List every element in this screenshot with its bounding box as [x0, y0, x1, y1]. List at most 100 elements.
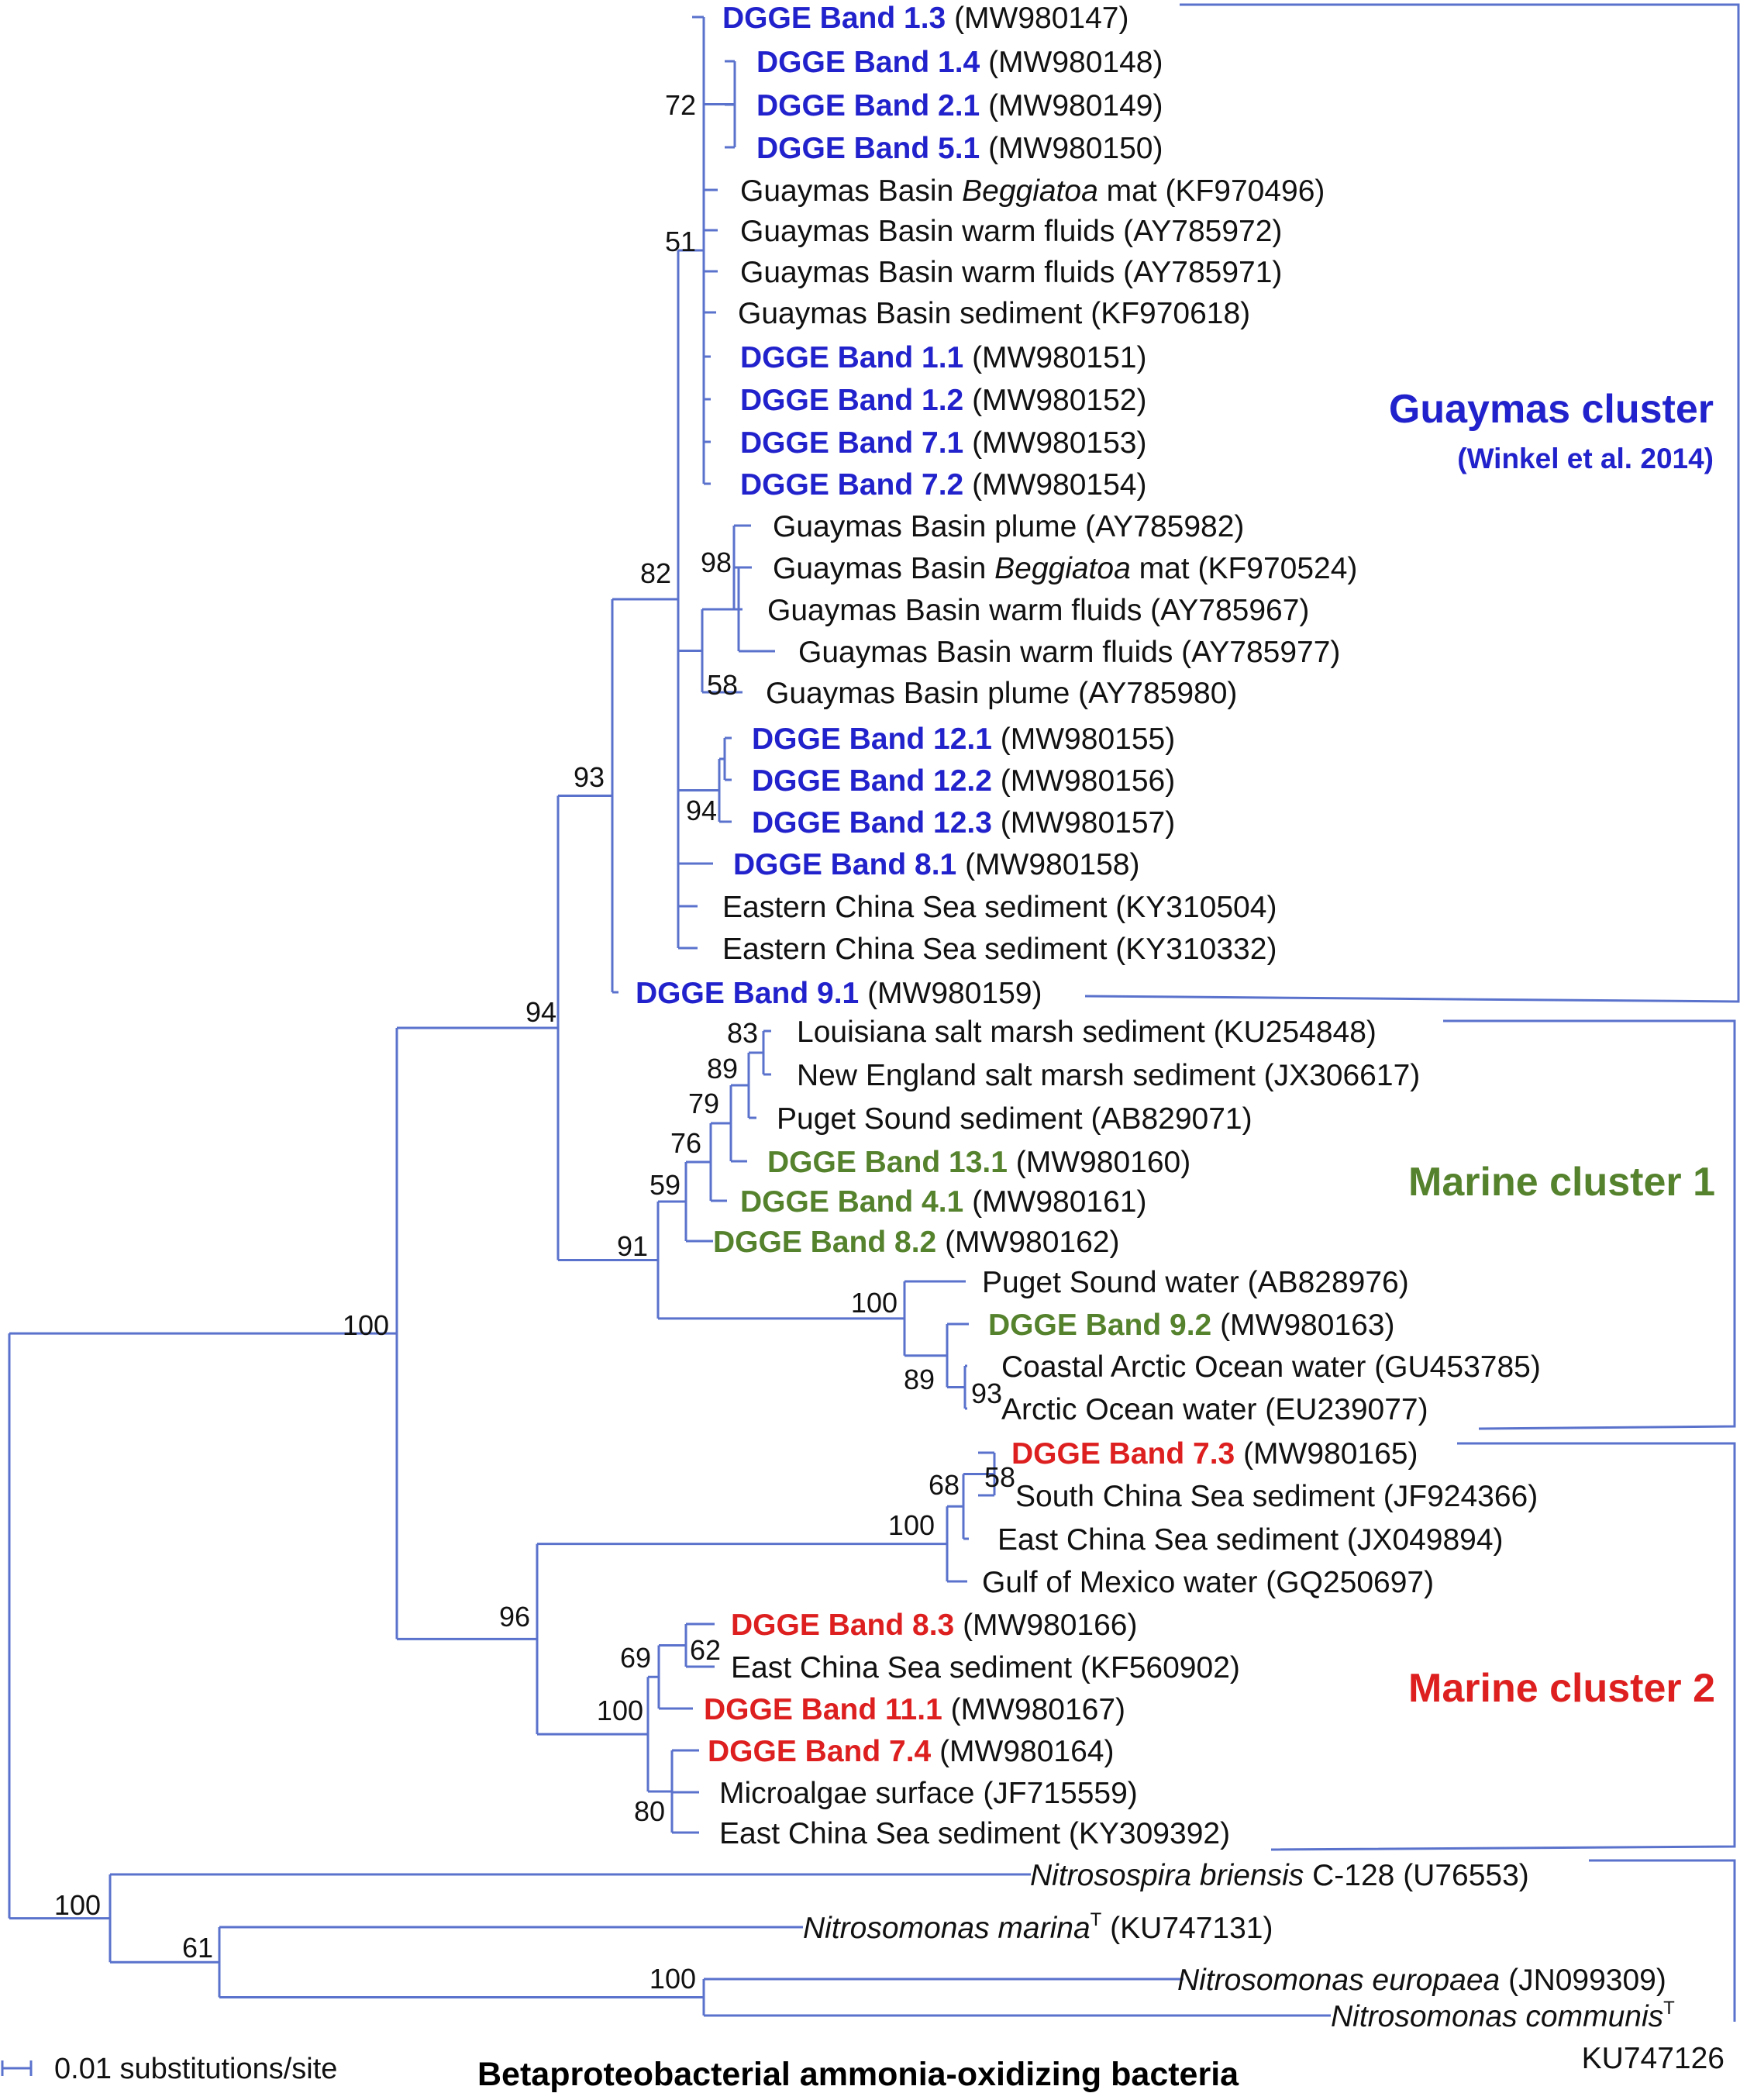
leaf-name: Guaymas Basin [773, 552, 994, 585]
leaf-accession: mat (KF970496) [1098, 174, 1325, 208]
leaf-label-b72: DGGE Band 7.2 (MW980154) [740, 468, 1146, 502]
leaf-band-name: DGGE Band 9.2 [988, 1309, 1211, 1342]
leaf-band-name: DGGE Band 7.4 [708, 1735, 932, 1768]
bootstrap-value: 72 [665, 89, 696, 121]
leaf-name: Coastal Arctic Ocean water (GU453785) [1001, 1350, 1541, 1384]
marine-cluster-1-label: Marine cluster 1 [1408, 1160, 1715, 1205]
guaymas-cluster-label: Guaymas cluster [1389, 387, 1714, 432]
leaf-label-aow: Arctic Ocean water (EU239077) [1001, 1393, 1428, 1426]
bootstrap-value: 59 [649, 1169, 680, 1201]
leaf-italic-name: Nitrosospira briensis [1030, 1859, 1304, 1892]
leaf-label-gpl1: Guaymas Basin plume (AY785982) [773, 510, 1244, 543]
leaf-name: Puget Sound sediment (AB829071) [777, 1102, 1252, 1136]
leaf-band-name: DGGE Band 12.1 [752, 722, 992, 756]
leaf-label-gwf4: Guaymas Basin warm fluids (AY785977) [798, 636, 1340, 669]
leaf-label-pss: Puget Sound sediment (AB829071) [777, 1102, 1252, 1136]
leaf-name: Guaymas Basin plume (AY785980) [766, 677, 1237, 710]
leaf-band-name: DGGE Band 2.1 [756, 89, 980, 122]
leaf-accession: (MW980161) [963, 1185, 1146, 1219]
leaf-label-b123: DGGE Band 12.3 (MW980157) [752, 806, 1175, 840]
leaf-name: East China Sea sediment (KY309392) [719, 1817, 1230, 1850]
leaf-name: Eastern China Sea sediment (KY310332) [722, 933, 1277, 966]
bootstrap-value: 83 [727, 1017, 758, 1049]
leaf-label-b91: DGGE Band 9.1 (MW980159) [636, 977, 1042, 1010]
leaf-accession: (MW980147) [946, 2, 1128, 35]
leaf-band-name: DGGE Band 1.3 [722, 2, 946, 35]
leaf-label-gwf1: Guaymas Basin warm fluids (AY785972) [740, 215, 1282, 248]
leaf-label-b71: DGGE Band 7.1 (MW980153) [740, 426, 1146, 460]
leaf-label-cao: Coastal Arctic Ocean water (GU453785) [1001, 1350, 1541, 1384]
leaf-label-lsm: Louisiana salt marsh sediment (KU254848) [797, 1016, 1376, 1049]
leaf-label-gom: Gulf of Mexico water (GQ250697) [982, 1566, 1434, 1599]
leaf-accession: (KU747131) [1101, 1912, 1273, 1945]
leaf-accession: (MW980158) [956, 848, 1139, 881]
leaf-accession: (MW980149) [980, 89, 1163, 122]
leaf-italic-name: Beggiatoa [962, 174, 1098, 208]
leaf-name: Louisiana salt marsh sediment (KU254848) [797, 1016, 1376, 1049]
leaf-label-b111: DGGE Band 11.1 (MW980167) [704, 1693, 1125, 1726]
leaf-name: East China Sea sediment (KF560902) [731, 1651, 1240, 1684]
marine-cluster-2-box [1270, 1442, 1736, 1851]
leaf-accession: (MW980164) [931, 1735, 1114, 1768]
bootstrap-value: 100 [649, 1963, 696, 1995]
leaf-label-nma: Nitrosomonas marinaT (KU747131) [803, 1909, 1273, 1945]
leaf-band-name: DGGE Band 7.2 [740, 468, 963, 502]
leaf-accession: (MW980159) [859, 977, 1042, 1010]
bootstrap-value: 100 [343, 1309, 389, 1341]
leaf-label-gbm2: Guaymas Basin Beggiatoa mat (KF970524) [773, 552, 1357, 585]
leaf-italic-name: Nitrosomonas marina [803, 1912, 1091, 1945]
leaf-label-b13: DGGE Band 1.3 (MW980147) [722, 2, 1128, 35]
leaf-band-name: DGGE Band 8.2 [713, 1226, 936, 1259]
bootstrap-value: 100 [851, 1287, 898, 1319]
leaf-label-nco: Nitrosomonas communisT [1331, 1998, 1675, 2033]
leaf-name: Arctic Ocean water (EU239077) [1001, 1393, 1428, 1426]
bootstrap-value: 100 [597, 1695, 643, 1726]
bootstrap-value: 82 [640, 557, 671, 589]
leaf-label-nesm: New England salt marsh sediment (JX30661… [797, 1059, 1420, 1092]
bootstrap-value: 93 [574, 761, 605, 793]
bootstrap-value: 58 [984, 1461, 1015, 1493]
bootstrap-value: 100 [888, 1509, 935, 1541]
leaf-band-name: DGGE Band 5.1 [756, 132, 980, 165]
leaf-italic-name: Nitrosomonas communis [1331, 2000, 1663, 2033]
leaf-accession: (MW980165) [1235, 1437, 1418, 1471]
leaf-label-b21: DGGE Band 2.1 (MW980149) [756, 89, 1163, 122]
leaf-band-name: DGGE Band 1.1 [740, 341, 963, 374]
marine-cluster-1-box [1443, 1019, 1736, 1430]
leaf-label-ecs4: East China Sea sediment (KF560902) [731, 1651, 1240, 1684]
bootstrap-value: 62 [690, 1634, 721, 1666]
leaf-superscript: T [1663, 1998, 1675, 2019]
leaf-label-b51: DGGE Band 5.1 (MW980150) [756, 132, 1163, 165]
leaf-italic-name: Nitrosomonas europaea [1177, 1964, 1500, 1997]
bootstrap-value: 96 [499, 1601, 530, 1633]
leaf-name: Guaymas Basin warm fluids (AY785977) [798, 636, 1340, 669]
bootstrap-value: 94 [686, 795, 717, 826]
cluster-boxes [1084, 3, 1740, 2022]
bootstrap-value: 58 [707, 669, 738, 701]
leaf-superscript: T [1091, 1909, 1102, 1930]
leaf-band-name: DGGE Band 12.3 [752, 806, 992, 840]
leaf-label-b73: DGGE Band 7.3 (MW980165) [1011, 1437, 1418, 1471]
leaf-accession: (MW980148) [980, 46, 1163, 79]
leaf-band-name: DGGE Band 9.1 [636, 977, 859, 1010]
leaf-label-b11: DGGE Band 1.1 (MW980151) [740, 341, 1146, 374]
leaf-accession: (MW980153) [963, 426, 1146, 460]
leaf-name: South China Sea sediment (JF924366) [1015, 1480, 1538, 1513]
leaf-label-ecs5: East China Sea sediment (KY309392) [719, 1817, 1230, 1850]
bootstrap-value: 98 [701, 547, 732, 578]
leaf-name: Guaymas Basin warm fluids (AY785972) [740, 215, 1282, 248]
leaf-label-gwf3: Guaymas Basin warm fluids (AY785967) [767, 594, 1309, 627]
scale-bar-label: 0.01 substitutions/site [54, 2053, 337, 2085]
leaf-accession: (MW980154) [963, 468, 1146, 502]
bootstrap-value: 91 [617, 1230, 648, 1262]
figure-title: Betaproteobacterial ammonia-oxidizing ba… [477, 2056, 1239, 2093]
leaf-accession: (JN099309) [1500, 1964, 1666, 1997]
leaf-label-mas: Microalgae surface (JF715559) [719, 1777, 1138, 1810]
bootstrap-value: 100 [54, 1889, 101, 1921]
bootstrap-value: 68 [929, 1469, 960, 1501]
leaf-accession: (MW980151) [963, 341, 1146, 374]
leaf-label-b92: DGGE Band 9.2 (MW980163) [988, 1309, 1394, 1342]
leaf-band-name: DGGE Band 4.1 [740, 1185, 963, 1219]
